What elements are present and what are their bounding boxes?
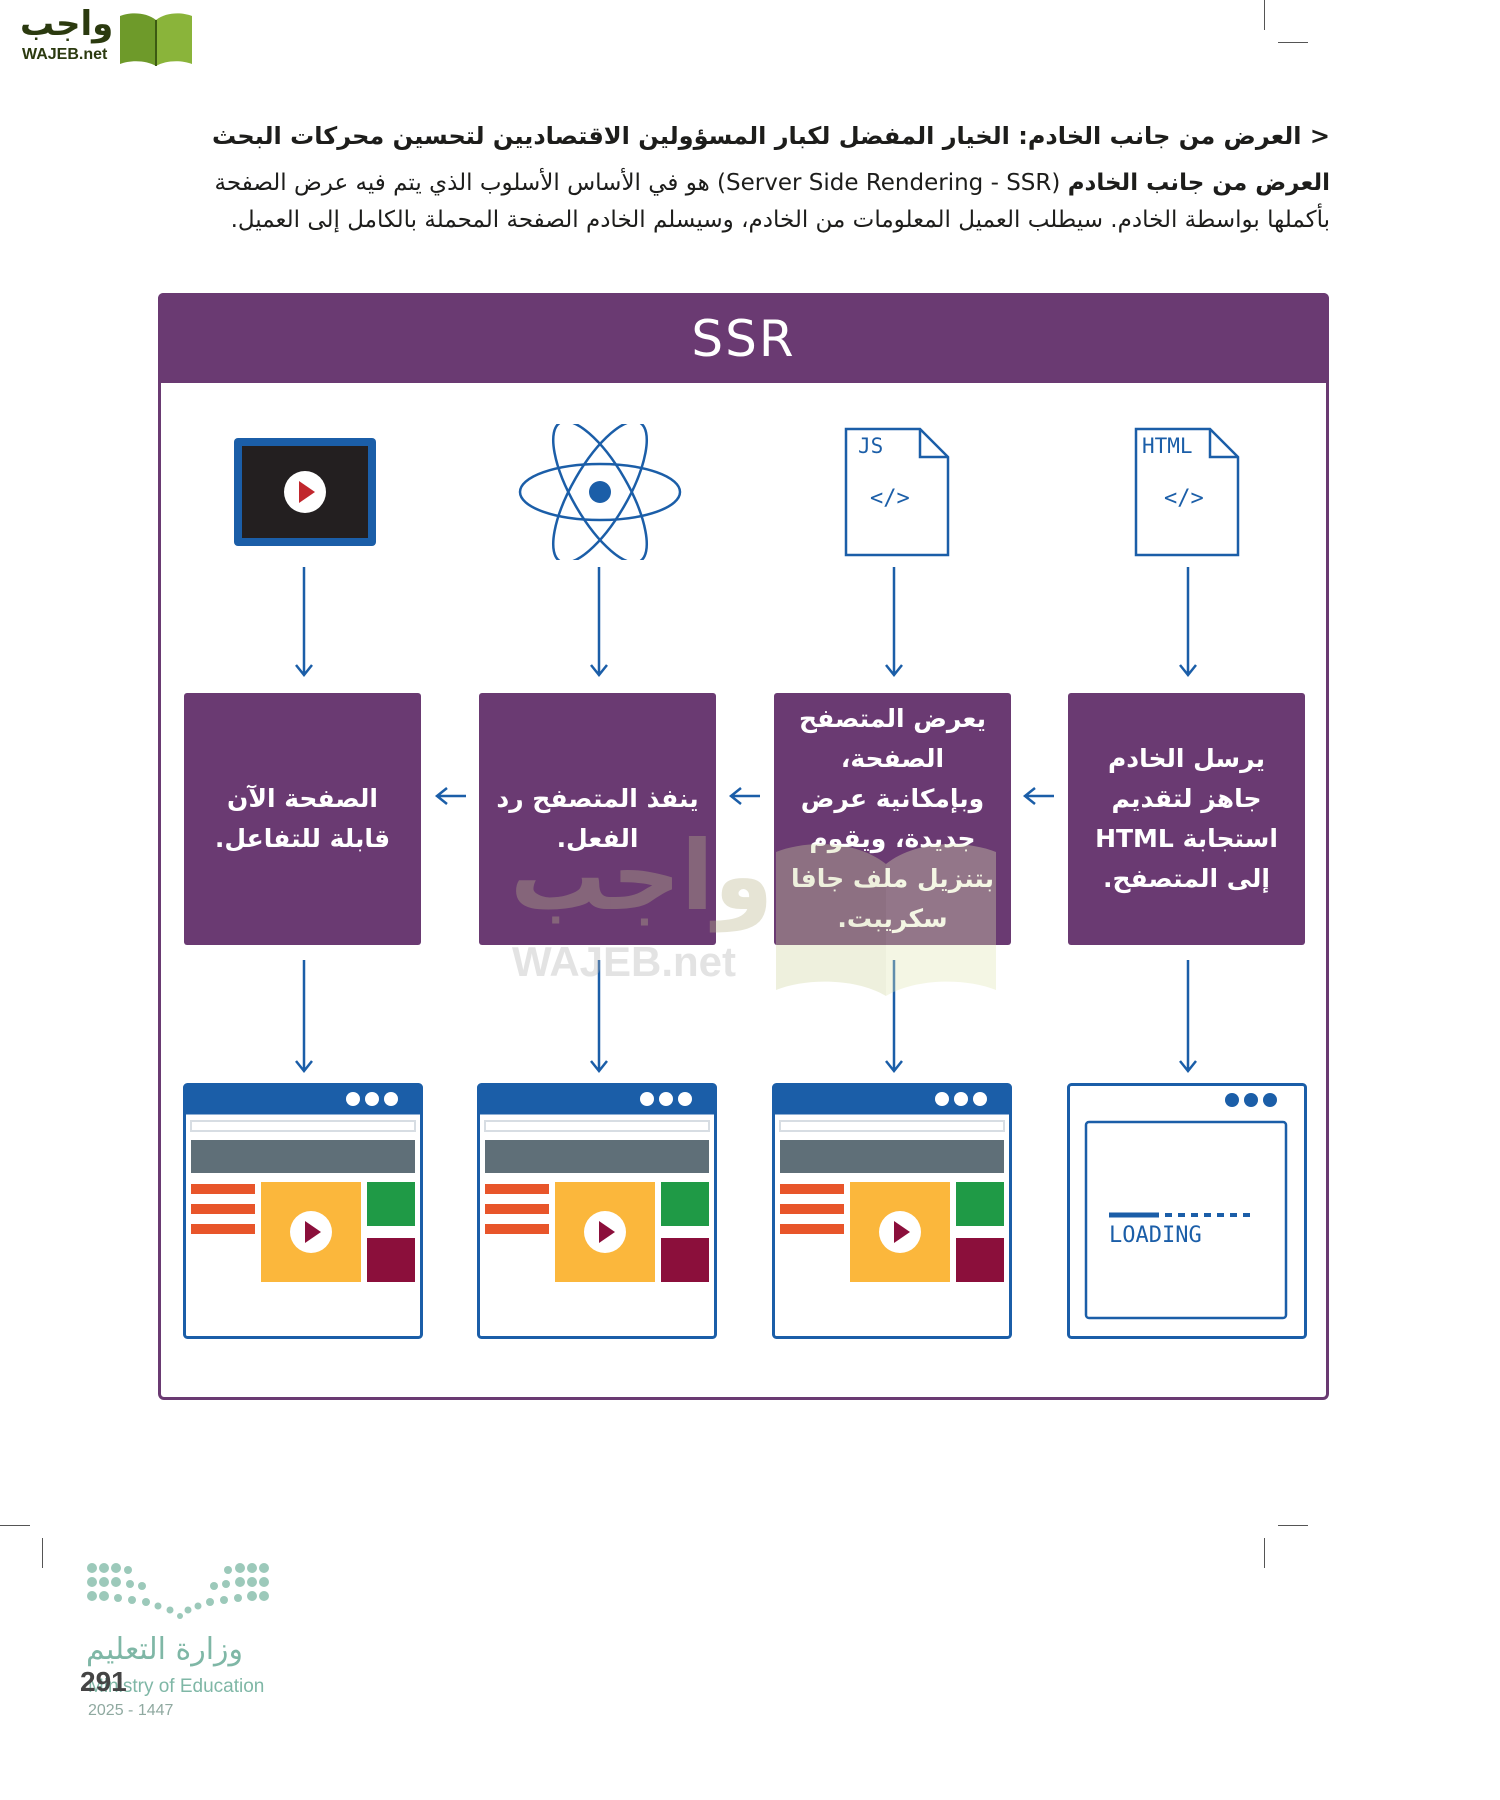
- ministry-year: 2025 - 1447: [88, 1702, 174, 1719]
- html-file-icon: HTML </>: [1134, 427, 1240, 557]
- browser-loading-icon: [1067, 1083, 1307, 1339]
- section-paragraph: العرض من جانب الخادم (Server Side Render…: [150, 165, 1330, 239]
- wajeb-watermark: واجب WAJEB.net: [500, 820, 1020, 1000]
- watermark-book-icon: [776, 844, 996, 996]
- crop-mark: [1264, 0, 1265, 30]
- down-arrow-icon: [590, 960, 608, 1074]
- ministry-dots-icon: [87, 1563, 269, 1619]
- down-arrow-icon: [295, 567, 313, 678]
- down-arrow-icon: [590, 567, 608, 678]
- paragraph-text: (Server Side Rendering - SSR) هو في الأس…: [214, 170, 1330, 233]
- html-code-glyph: </>: [1164, 486, 1204, 511]
- ssr-diagram-header: [158, 293, 1329, 383]
- step-box-2: يعرض المتصفح الصفحة، وبإمكانية عرض جديدة…: [774, 693, 1011, 945]
- js-code-glyph: </>: [870, 486, 910, 511]
- html-label: HTML: [1142, 434, 1193, 458]
- react-atom-icon: [518, 424, 682, 560]
- js-file-icon: JS </>: [844, 427, 950, 557]
- video-screen-icon: [234, 438, 376, 546]
- down-arrow-icon: [1179, 960, 1197, 1074]
- down-arrow-icon: [885, 567, 903, 678]
- logo-arabic: واجب: [20, 4, 114, 44]
- ministry-logo: وزارة التعليم Ministry of Education 2025…: [86, 1560, 286, 1720]
- loading-label: LOADING: [1109, 1223, 1202, 1248]
- browser-page-icon: [477, 1083, 717, 1339]
- logo-english: WAJEB.net: [22, 46, 108, 63]
- book-icon: [120, 13, 192, 67]
- left-arrow-icon: [434, 787, 466, 805]
- paragraph-bold-term: العرض من جانب الخادم: [1067, 170, 1330, 196]
- left-arrow-icon: [728, 787, 760, 805]
- left-arrow-icon: [1022, 787, 1054, 805]
- page-number: 291: [80, 1666, 127, 1697]
- down-arrow-icon: [295, 960, 313, 1074]
- crop-mark: [1278, 42, 1308, 43]
- watermark-english: WAJEB.net: [512, 938, 737, 985]
- step-box-4: الصفحة الآن قابلة للتفاعل.: [184, 693, 421, 945]
- crop-mark: [1264, 1538, 1265, 1568]
- wajeb-logo[interactable]: واجب WAJEB.net: [10, 4, 192, 68]
- browser-page-icon: [772, 1083, 1012, 1339]
- ministry-english: Ministry of Education: [88, 1676, 265, 1697]
- section-heading: < العرض من جانب الخادم: الخيار المفضل لك…: [212, 122, 1330, 150]
- step-box-3: ينفذ المتصفح رد الفعل.: [479, 693, 716, 945]
- crop-mark: [1278, 1525, 1308, 1526]
- crop-mark: [0, 1525, 30, 1526]
- ssr-diagram-title: SSR: [691, 310, 796, 368]
- step-box-1: يرسل الخادم جاهز لتقديم استجابة HTML إلى…: [1068, 693, 1305, 945]
- watermark-arabic: واجب: [510, 820, 774, 932]
- ministry-arabic: وزارة التعليم: [86, 1632, 244, 1667]
- down-arrow-icon: [885, 960, 903, 1074]
- down-arrow-icon: [1179, 567, 1197, 678]
- browser-page-icon: [183, 1083, 423, 1339]
- crop-mark: [42, 1538, 43, 1568]
- js-label: JS: [858, 434, 883, 458]
